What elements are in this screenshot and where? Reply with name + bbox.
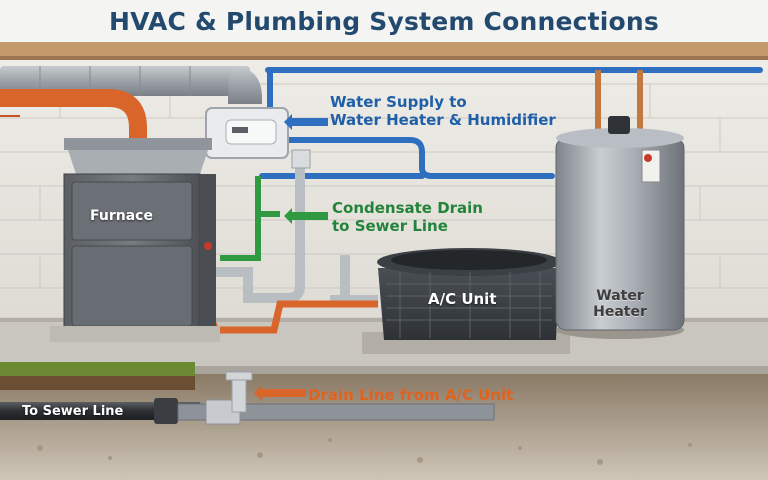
arrow-left-icon — [284, 114, 328, 130]
condensate-label-line1: Condensate Drain — [332, 199, 483, 217]
furnace-label: Furnace — [90, 208, 153, 224]
water-heater-label-line2: Heater — [593, 304, 647, 320]
condensate-drain-line — [220, 176, 280, 261]
furnace — [50, 138, 220, 342]
title-band — [0, 0, 768, 44]
sewer-line-label: To Sewer Line — [22, 404, 124, 419]
ac-unit-label: A/C Unit — [428, 290, 497, 308]
page-title: HVAC & Plumbing System Connections — [109, 7, 659, 36]
supply-duct — [0, 66, 250, 96]
exhaust-pipe — [0, 89, 147, 138]
arrow-left-icon — [254, 385, 306, 401]
water-heater-label-line1: Water — [596, 288, 644, 304]
water-heater — [555, 116, 685, 339]
sewer-pipe — [0, 402, 200, 420]
condensate-label-line2: to Sewer Line — [332, 217, 448, 235]
arrow-left-icon — [284, 208, 328, 224]
ac-unit — [362, 248, 570, 354]
ceiling-joist — [0, 42, 768, 58]
water-supply-label-line2: Water Heater & Humidifier — [330, 111, 556, 129]
grass — [0, 362, 195, 380]
soil — [0, 374, 768, 480]
drain-line-label: Drain Line from A/C Unit — [308, 386, 514, 404]
water-supply-label-line1: Water Supply to — [330, 93, 467, 111]
